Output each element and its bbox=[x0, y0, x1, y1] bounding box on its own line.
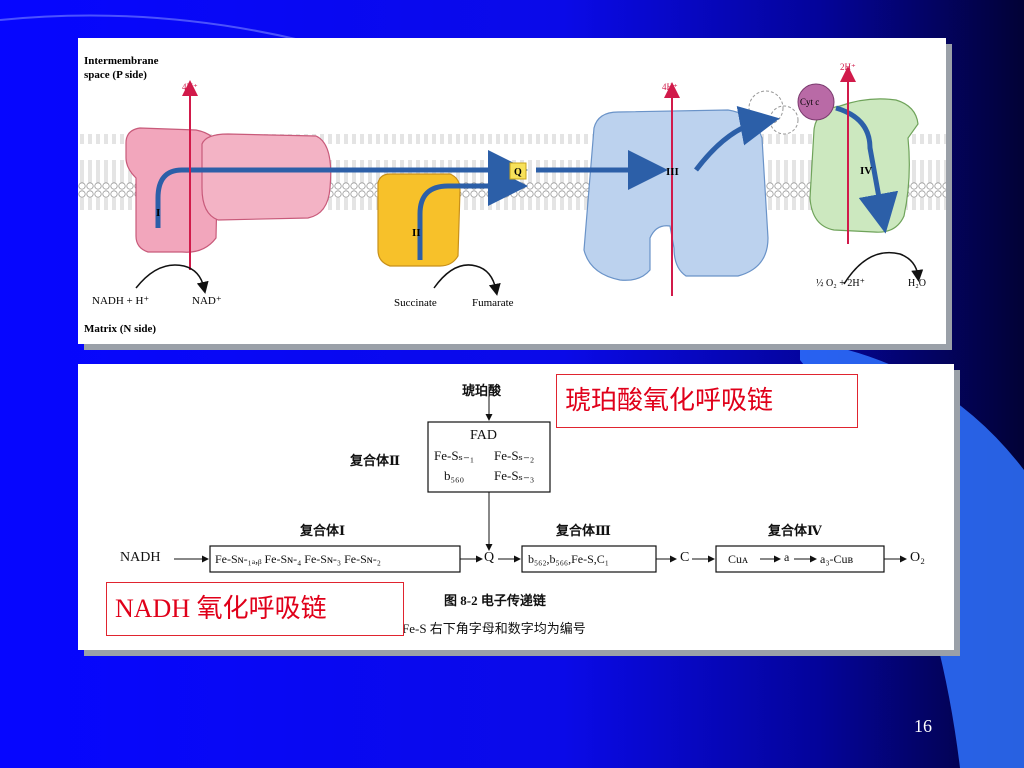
complex-III-label: III bbox=[666, 166, 679, 178]
water-label: H₂O bbox=[908, 278, 926, 289]
q-node: Q bbox=[484, 550, 495, 565]
succinate-chain-label: 琥珀酸氧化呼吸链 bbox=[556, 374, 858, 428]
proton-III-label: 4H⁺ bbox=[662, 82, 678, 92]
cyt-c-shape bbox=[797, 83, 835, 121]
oxygen-label: ½ O₂ + 2H⁺ bbox=[816, 278, 865, 289]
complex-I-cn-label: 复合体Ⅰ bbox=[300, 523, 346, 538]
q-label: Q bbox=[514, 167, 522, 178]
footnote: Fe-S 右下角字母和数字均为编号 bbox=[402, 621, 586, 636]
nadh-label: NADH + H⁺ bbox=[92, 295, 149, 307]
intermembrane-label-2: space (P side) bbox=[84, 69, 147, 81]
figure-caption: 图 8-2 电子传递链 bbox=[444, 593, 546, 608]
matrix-label: Matrix (N side) bbox=[84, 323, 156, 335]
succinate-cn-label: 琥珀酸 bbox=[462, 383, 502, 398]
intermembrane-label-1: Intermembrane bbox=[84, 55, 159, 67]
electron-transport-chain-panel: 琥珀酸 FAD Fe-Sₛ₋₁ Fe-Sₛ₋₂ b₅₆₀ Fe-Sₛ₋₃ 复合体… bbox=[78, 364, 954, 650]
proton-IV-label: 2H⁺ bbox=[840, 62, 856, 72]
a-node: a bbox=[784, 550, 790, 564]
complex-III-shape bbox=[583, 109, 769, 281]
complex-III-cn-label: 复合体Ⅲ bbox=[556, 523, 611, 538]
fes-s1-label: Fe-Sₛ₋₁ bbox=[434, 448, 475, 463]
nad-label: NAD⁺ bbox=[192, 295, 222, 307]
nadh-chain-label: NADH 氧化呼吸链 bbox=[106, 582, 404, 636]
complex-I-label: I bbox=[156, 207, 160, 219]
membrane-diagram: Intermembrane space (P side) Matrix (N s… bbox=[78, 55, 946, 335]
a3-cub-node: a₃-Cuʙ bbox=[820, 552, 854, 566]
complex-IV-label: IV bbox=[860, 165, 872, 177]
o2-node: O₂ bbox=[910, 550, 925, 565]
page-number: 16 bbox=[914, 716, 932, 736]
complex-IV-cn-label: 复合体Ⅳ bbox=[768, 523, 822, 538]
respiratory-chain-diagram-panel: Intermembrane space (P side) Matrix (N s… bbox=[78, 38, 946, 344]
fumarate-label: Fumarate bbox=[472, 297, 514, 309]
complex-III-content: b₅₆₂,b₅₆₆,Fe-S,C₁ bbox=[528, 552, 609, 566]
fes-s2-label: Fe-Sₛ₋₂ bbox=[494, 448, 535, 463]
nadh-chain-start: NADH bbox=[120, 550, 161, 565]
complex-I-shape bbox=[125, 127, 219, 253]
c-node: C bbox=[680, 550, 690, 565]
fes-s3-label: Fe-Sₛ₋₃ bbox=[494, 468, 535, 483]
proton-I-label: 4H⁺ bbox=[182, 82, 198, 92]
b560-label: b₅₆₀ bbox=[444, 468, 465, 483]
cua-node: Cuᴀ bbox=[728, 552, 749, 566]
complex-II-cn-label: 复合体Ⅱ bbox=[350, 453, 400, 468]
succinate-label: Succinate bbox=[394, 297, 437, 309]
cyt-c-label: Cyt c bbox=[800, 97, 819, 107]
complex-I-content: Fe-Sɴ-₁ₐ,ᵦ Fe-Sɴ-₄ Fe-Sɴ-₃ Fe-Sɴ-₂ bbox=[215, 552, 381, 566]
fad-label: FAD bbox=[470, 428, 497, 443]
chain-lines bbox=[174, 396, 907, 573]
complex-II-label: II bbox=[412, 227, 421, 239]
